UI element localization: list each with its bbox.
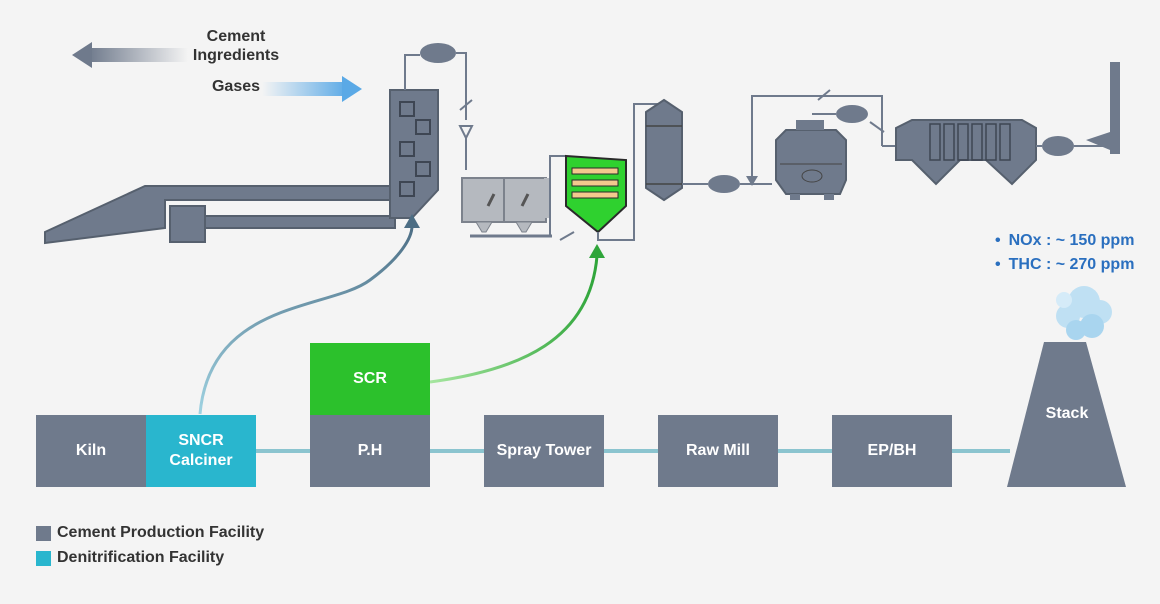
spray-tower-unit bbox=[645, 98, 772, 202]
cement-ingredients-label: Cement Ingredients bbox=[192, 28, 280, 64]
legend-swatch-cyan bbox=[36, 550, 51, 566]
legend-denitrification-label: Denitrification Facility bbox=[57, 549, 225, 566]
ep-bh-box: EP/BH bbox=[832, 415, 952, 487]
preheater-tower bbox=[389, 43, 474, 219]
kiln-duct bbox=[44, 185, 396, 245]
kiln-box: Kiln bbox=[36, 415, 146, 487]
stack-chimney bbox=[1007, 342, 1126, 487]
spray-tower-box: Spray Tower bbox=[484, 415, 604, 487]
stack-label: Stack bbox=[1045, 405, 1089, 422]
legend-swatch-gray bbox=[36, 525, 51, 541]
scr-flow-curve bbox=[429, 255, 599, 384]
sncr-flow-curve bbox=[198, 225, 414, 415]
ep-bh-unit bbox=[895, 62, 1120, 186]
smoke-cloud-icon bbox=[1056, 286, 1112, 340]
legend-cement-production-label: Cement Production Facility bbox=[57, 524, 265, 541]
raw-mill-box: Raw Mill bbox=[658, 415, 778, 487]
emissions-list: NOx : ~ 150 ppm THC : ~ 270 ppm bbox=[995, 229, 1135, 277]
gases-label: Gases bbox=[211, 78, 261, 95]
scr-box: SCR bbox=[310, 343, 430, 415]
nox-value: NOx : ~ 150 ppm bbox=[995, 229, 1135, 253]
thc-value: THC : ~ 270 ppm bbox=[995, 253, 1135, 277]
ph-box: P.H bbox=[310, 415, 430, 487]
scr-reactor bbox=[549, 103, 664, 241]
legend-denitrification: Denitrification Facility bbox=[36, 549, 224, 567]
sncr-calciner-box: SNCR Calciner bbox=[146, 415, 256, 487]
raw-mill-unit bbox=[746, 89, 896, 200]
ingredients-arrow-icon bbox=[72, 42, 188, 68]
gases-arrow-icon bbox=[262, 76, 362, 102]
legend-cement-production: Cement Production Facility bbox=[36, 524, 264, 542]
hopper-units bbox=[461, 177, 552, 238]
